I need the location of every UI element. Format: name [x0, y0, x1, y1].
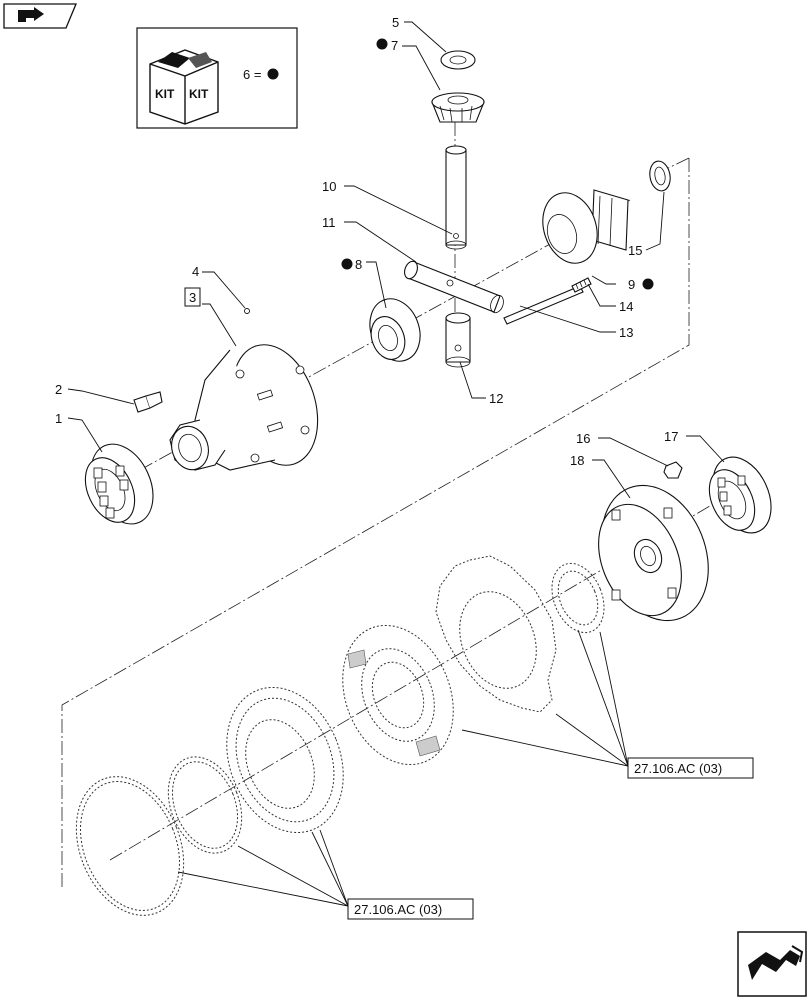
part-label-4[interactable]: 4: [192, 264, 199, 279]
part-label-2[interactable]: 2: [55, 382, 62, 397]
return-arrow-icon: [748, 945, 804, 980]
nut-part-16: [663, 461, 683, 479]
cross-shaft-part-11: [404, 260, 504, 314]
part-label-17[interactable]: 17: [664, 429, 678, 444]
bevel-gear-part-8: [369, 298, 421, 362]
part-label-10[interactable]: 10: [322, 179, 336, 194]
dotted-piston: [226, 686, 344, 834]
kit-box-icon: KIT KIT: [149, 49, 219, 125]
dotted-seal-ring: [167, 756, 243, 854]
filled-dot-icon: [267, 68, 279, 80]
part-label-8[interactable]: 8: [355, 257, 362, 272]
part-label-15[interactable]: 15: [628, 243, 642, 258]
dotted-clutch-disc: [342, 624, 454, 766]
part-label-3[interactable]: 3: [189, 290, 196, 305]
kit-badge-left: KIT: [155, 87, 175, 101]
kit-badge-right: KIT: [189, 87, 209, 101]
part-label-3-box: [184, 287, 201, 307]
leader-lines: [67, 21, 725, 907]
differential-case-part-3: [169, 344, 319, 471]
assembly-boundary: [61, 157, 690, 890]
dotted-friction-plate: [435, 555, 557, 713]
part-label-16[interactable]: 16: [576, 431, 590, 446]
bearing-part-17: [708, 456, 772, 534]
part-label-9[interactable]: 9: [628, 277, 635, 292]
bevel-gear-part-7: [431, 92, 485, 123]
part-label-12[interactable]: 12: [489, 391, 503, 406]
kit-legend-box: KIT KIT 6 =: [136, 27, 298, 129]
pin-part-10: [445, 145, 467, 250]
washer-part-5: [440, 50, 476, 70]
reference-lower-text: 27.106.AC (03): [354, 902, 442, 917]
part-label-11[interactable]: 11: [322, 215, 336, 230]
part-label-1[interactable]: 1: [55, 411, 62, 426]
reference-link-upper[interactable]: 27.106.AC (03): [627, 757, 754, 779]
kit-marker-8: [341, 258, 353, 270]
dotted-oring: [75, 776, 185, 916]
stud-part-14: [571, 277, 592, 293]
centre-axes: [109, 100, 721, 861]
part-label-18[interactable]: 18: [570, 453, 584, 468]
arrow-tab-icon: [18, 7, 44, 22]
part-label-13[interactable]: 13: [619, 325, 633, 340]
long-pin-part-13: [503, 285, 584, 325]
part-label-7[interactable]: 7: [391, 38, 398, 53]
cover-plate-part-18: [598, 484, 709, 622]
bolt-part-2: [133, 391, 163, 413]
return-button[interactable]: [737, 931, 807, 997]
ball-part-4: [244, 308, 250, 314]
reference-link-lower[interactable]: 27.106.AC (03): [347, 898, 474, 920]
sleeve-part-12: [445, 312, 471, 368]
part-label-14[interactable]: 14: [619, 299, 633, 314]
reference-upper-text: 27.106.AC (03): [634, 761, 722, 776]
kit-legend-text: 6 =: [243, 67, 261, 82]
part-labels: 1 2 3 4 5 7 8 9 10 11 12 13 14 15 16 17 …: [55, 15, 678, 468]
kit-marker-9: [642, 278, 654, 290]
thrust-washer-part-15: [649, 160, 671, 192]
kit-marker-7: [376, 38, 388, 50]
part-label-5[interactable]: 5: [392, 15, 399, 30]
bearing-part-1: [84, 443, 154, 525]
kit-markers: [341, 38, 654, 290]
pinion-gear-part-9: [542, 189, 629, 264]
dotted-snap-ring: [551, 562, 605, 634]
nav-tab-button[interactable]: [3, 3, 77, 29]
